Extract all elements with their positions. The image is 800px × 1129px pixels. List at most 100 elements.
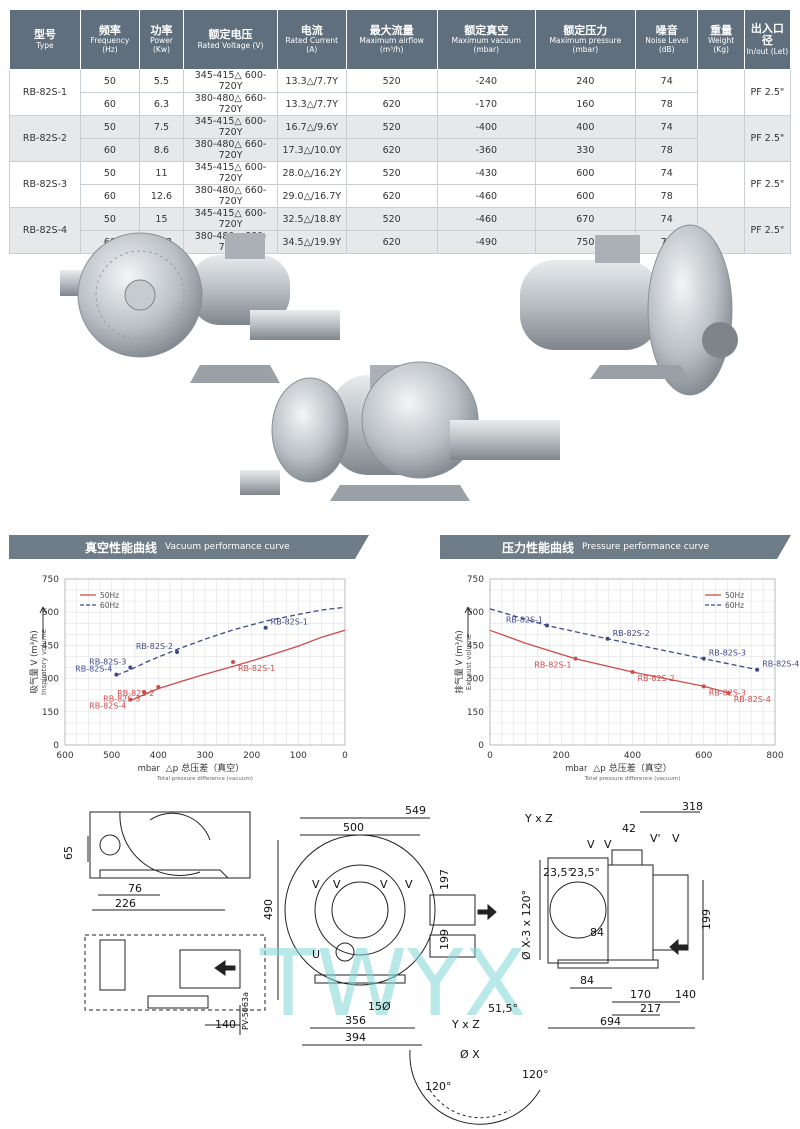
table-cell: 345-415△ 600-720Y (183, 161, 278, 185)
pressure-curve-subtitle: Pressure performance curve (582, 542, 710, 552)
table-cell: 60 (80, 184, 140, 208)
point-label: RB-82S-4 (75, 665, 112, 674)
weight-cell (697, 115, 745, 162)
dimension-label: 500 (343, 821, 364, 834)
column-header-en: Weight (Kg) (708, 36, 735, 54)
dimension-label: 120° (522, 1068, 549, 1081)
table-cell: 240 (534, 69, 636, 93)
table-cell: 13.3△/7.7Y (277, 69, 347, 93)
left-side-view (84, 934, 266, 1035)
vacuum-curve-title: 真空性能曲线 (85, 540, 158, 555)
y-tick-label: 0 (478, 741, 484, 751)
point-label: RB-82S-4 (89, 702, 126, 711)
table-cell: -400 (436, 115, 536, 139)
table-cell: -460 (436, 184, 536, 208)
table-cell: 50 (80, 207, 140, 231)
dimension-label: 120° (425, 1080, 452, 1093)
dimension-label: 23,5° (570, 866, 600, 879)
table-cell: 29.0△/16.7Y (277, 184, 347, 208)
table-cell: 520 (345, 161, 438, 185)
inout-cell: PF 2.5" (743, 115, 792, 162)
model-type-cell: RB-82S-1 (9, 69, 81, 116)
point-label: RB-82S-4 (734, 695, 771, 704)
column-header-zh: 额定真空 (464, 23, 509, 37)
x-tick-label: 0 (342, 751, 348, 761)
x-axis-unit: mbar (565, 764, 588, 774)
column-header-zh: 频率 (98, 23, 121, 37)
x-axis-unit: mbar (138, 764, 161, 774)
column-header-en: Maximum pressure (mbar) (549, 36, 622, 54)
y-tick-label: 600 (42, 608, 59, 618)
point-label: RB-82S-4 (762, 660, 799, 669)
data-point (545, 623, 549, 628)
table-cell: 16.7△/9.6Y (277, 115, 347, 139)
column-header-en: Maximum airflow (m³/h) (359, 36, 424, 54)
dimension-label: 15Ø (368, 1000, 391, 1013)
table-cell: 620 (345, 184, 438, 208)
dimension-label: 42 (622, 822, 636, 835)
y-axis-label: 吸气量 V (m³/h) (29, 630, 40, 693)
inout-cell: PF 2.5" (743, 207, 792, 254)
table-cell: 620 (345, 92, 438, 116)
product-photos (60, 224, 738, 501)
x-axis-label-en: Total pressure difference (vacuum) (156, 776, 253, 782)
x-tick-label: 500 (103, 751, 120, 761)
y-tick-label: 450 (42, 641, 59, 651)
column-header-zh: 功率 (150, 23, 173, 37)
column-header-zh: 最大流量 (369, 23, 414, 37)
table-cell: -240 (436, 69, 536, 93)
dimension-label: 84 (590, 926, 604, 939)
table-cell: 8.6 (138, 138, 185, 162)
data-point (701, 656, 706, 661)
table-cell: 6.3 (138, 92, 185, 116)
y-axis-label-en: Inspiratory volume (40, 629, 48, 695)
data-point (701, 684, 706, 689)
y-arrow-icon (39, 606, 47, 639)
dimension-label: 51,5° (488, 1002, 518, 1015)
table-cell: 11 (138, 161, 185, 185)
dimension-label: 226 (115, 897, 136, 910)
dimension-label: Y x Z (451, 1018, 480, 1031)
table-cell: 160 (534, 92, 636, 116)
dimension-label: V (587, 838, 595, 851)
column-header-en: Frequency (Hz) (90, 36, 130, 54)
table-cell: -170 (436, 92, 536, 116)
dimension-label: V (312, 878, 320, 891)
dimension-label: 217 (640, 1002, 661, 1015)
weight-cell (697, 69, 745, 116)
dimension-label: PV-5063a (241, 992, 250, 1030)
table-cell: 13.3△/7.7Y (277, 92, 347, 116)
dimension-label: U (312, 948, 320, 961)
table-cell: 345-415△ 600-720Y (183, 115, 278, 139)
x-tick-label: 0 (487, 751, 493, 761)
watermark-logo: TWYX (259, 930, 526, 1037)
data-point (231, 660, 235, 664)
table-cell: 34.5△/19.9Y (277, 230, 347, 254)
column-header-zh: 电流 (300, 23, 323, 37)
table-cell: 380-480△ 660-720Y (183, 138, 278, 162)
x-tick-label: 300 (196, 751, 213, 761)
table-cell: 15 (138, 207, 185, 231)
series-line-60Hz (116, 606, 346, 676)
point-label: RB-82S-3 (103, 694, 140, 703)
data-point (114, 672, 119, 677)
dimension-label: 318 (682, 800, 703, 813)
column-header-zh: 型号 (34, 27, 56, 41)
table-cell: 74 (634, 115, 699, 139)
dimension-label: V (604, 838, 612, 851)
point-label: RB-82S-2 (117, 689, 154, 698)
column-header-zh: 噪音 (655, 23, 678, 37)
dimension-label: 197 (438, 869, 451, 890)
data-point (175, 650, 179, 655)
column-header-en: Maximum vacuum (mbar) (451, 36, 521, 54)
table-cell: 74 (634, 69, 699, 93)
dimension-label: 199 (438, 929, 451, 950)
